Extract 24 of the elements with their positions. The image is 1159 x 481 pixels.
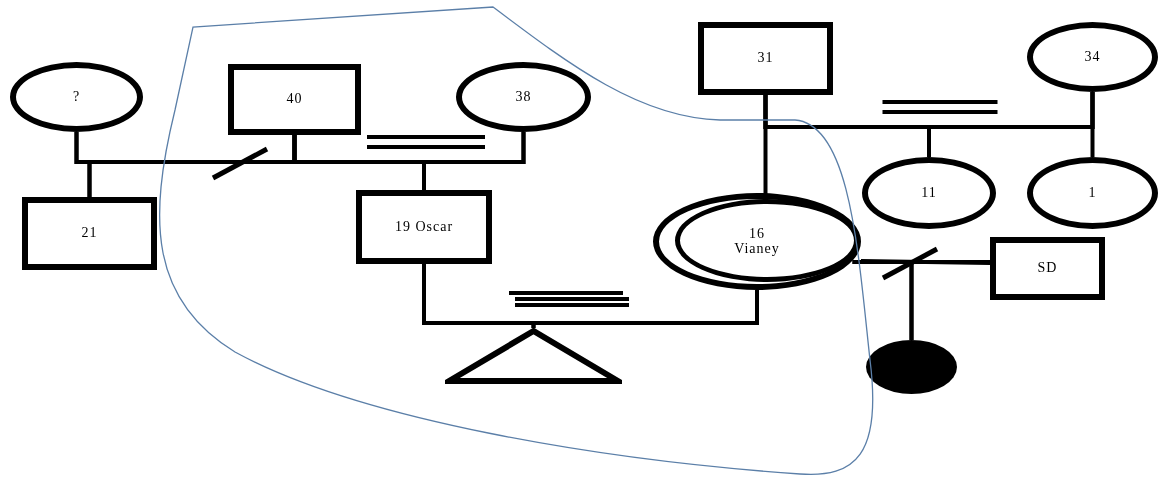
relationship-line xyxy=(531,290,759,328)
pregnancy-symbol xyxy=(445,328,622,384)
person-label: SD xyxy=(1037,261,1058,276)
male-symbol xyxy=(698,22,833,95)
filled-female-symbol xyxy=(866,340,957,394)
relationship-line xyxy=(763,95,768,194)
person-label: 21 xyxy=(81,226,98,241)
person-label: 19 Oscar xyxy=(394,219,454,235)
person-label: 11 xyxy=(921,185,937,201)
relationship-line xyxy=(860,259,991,265)
male-symbol xyxy=(22,197,157,270)
person-label: 34 xyxy=(1084,49,1101,65)
person-label: 31 xyxy=(757,51,774,66)
male-symbol xyxy=(990,237,1105,300)
male-symbol xyxy=(228,64,361,135)
person-label: 1 xyxy=(1088,185,1097,201)
person-label: 40 xyxy=(286,92,303,107)
person-label: 38 xyxy=(515,89,532,105)
male-symbol xyxy=(356,190,492,264)
relationship-line xyxy=(1090,92,1095,157)
person-label: ? xyxy=(72,89,81,105)
relationship-line xyxy=(909,260,990,340)
relationship-line xyxy=(422,132,526,190)
person-label: 16 Vianey xyxy=(733,226,781,257)
